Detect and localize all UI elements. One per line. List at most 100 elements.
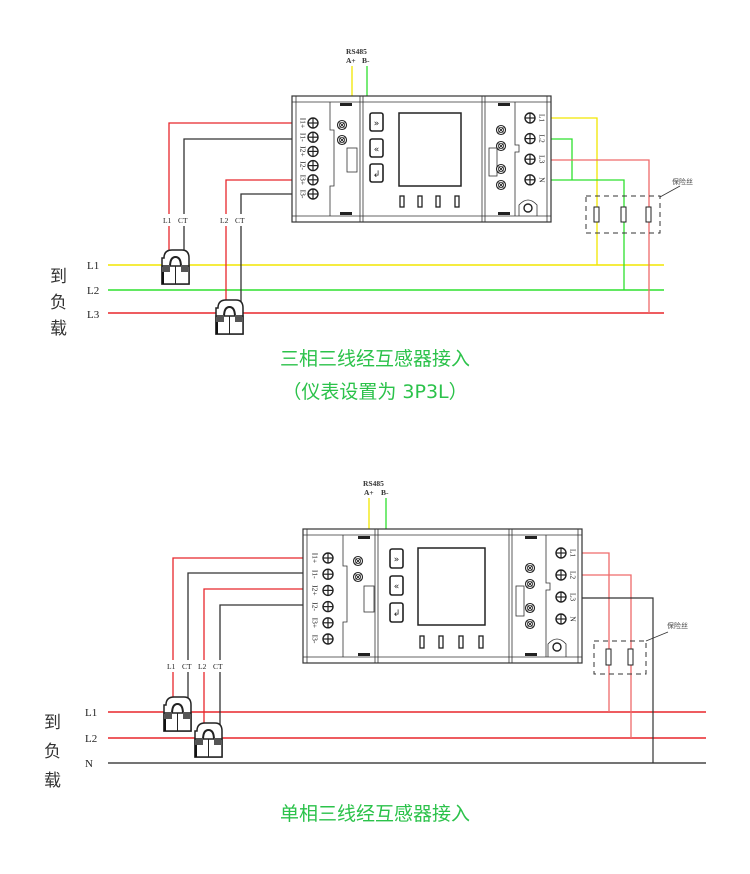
- enter-button[interactable]: ↲: [389, 602, 404, 623]
- terminal-label: I3-: [310, 635, 319, 644]
- terminal-screw-i1plus: [322, 552, 334, 564]
- bus-label-n: N: [85, 758, 93, 770]
- terminal-screw-l1: [524, 112, 536, 124]
- wire-i1-minus: [187, 572, 310, 700]
- terminal-screw-l3: [524, 153, 536, 165]
- terminal-label: L3: [568, 593, 577, 602]
- diagram-single-phase: L1 L2 N 到 负 载 L1 CT L2 CT RS485 A+ B- 保险…: [44, 479, 706, 791]
- ct-label-l2: L2: [220, 216, 229, 225]
- indicator-2: [438, 635, 444, 649]
- wire-v-l2: [548, 138, 573, 180]
- wire-i3-plus: [225, 179, 299, 302]
- terminal-screw-l3: [555, 591, 567, 603]
- terminal-screw-i2plus: [322, 584, 334, 597]
- fuse-box: [593, 640, 647, 675]
- terminal-label: N: [568, 616, 577, 622]
- rs485-b-label: B-: [381, 488, 389, 497]
- ct-label-ct2: CT: [235, 216, 245, 225]
- terminal-label: I2+: [310, 585, 319, 595]
- enter-icon: ↲: [393, 609, 401, 619]
- prev-icon: «: [394, 582, 400, 592]
- indicator-4: [454, 195, 460, 208]
- load-label-char-2: 负: [50, 293, 67, 313]
- fuse-1: [593, 206, 600, 223]
- enter-icon: ↲: [373, 170, 381, 180]
- rs485-b-label: B-: [362, 56, 370, 65]
- indicator-4: [478, 635, 484, 649]
- terminal-label: N: [537, 177, 546, 183]
- next-icon: »: [394, 555, 400, 565]
- fuse-label: 保险丝: [672, 177, 693, 186]
- bus-label-l1: L1: [85, 707, 97, 719]
- terminal-label: I3+: [298, 175, 307, 185]
- ct-label-ct1: CT: [178, 216, 188, 225]
- wire-v-l3: [580, 597, 654, 763]
- terminal-screw-i2plus: [307, 145, 319, 158]
- next-button[interactable]: »: [389, 548, 404, 569]
- wire-v-n: [548, 179, 625, 290]
- rs485-title: RS485: [363, 479, 384, 488]
- terminal-screw-i3minus: [307, 188, 319, 200]
- ct-label-l2: L2: [198, 662, 207, 671]
- prev-button[interactable]: «: [389, 575, 404, 596]
- current-transformer-2: [194, 722, 223, 758]
- ct-label-l1: L1: [167, 662, 176, 671]
- current-transformer-1: [163, 696, 192, 732]
- current-transformer-1: [161, 249, 190, 285]
- prev-icon: «: [374, 145, 380, 155]
- indicator-2: [417, 195, 423, 208]
- caption-single-phase-title: 单相三线经互感器接入: [279, 803, 470, 825]
- ct-label-ct1: CT: [182, 662, 192, 671]
- enter-button[interactable]: ↲: [369, 163, 384, 183]
- indicator-3: [435, 195, 441, 208]
- indicator-1: [399, 195, 405, 208]
- bus-label-l3: L3: [87, 309, 100, 321]
- terminal-label: L1: [568, 549, 577, 558]
- terminal-label: L2: [537, 134, 546, 143]
- bus-label-l1: L1: [87, 260, 99, 272]
- load-label-char-3: 载: [44, 771, 61, 791]
- wire-i2-plus: [203, 588, 310, 726]
- wire-i1-plus: [168, 122, 299, 253]
- terminal-screw-i1minus: [322, 568, 334, 580]
- terminal-screw-l1: [555, 547, 567, 559]
- indicator-1: [419, 635, 425, 649]
- current-transformer-2: [215, 299, 244, 335]
- indicator-3: [458, 635, 464, 649]
- terminal-screw-l2: [555, 569, 567, 581]
- terminal-screw-n: [555, 613, 567, 625]
- wire-i1-plus: [172, 557, 310, 700]
- terminal-screw-i3plus: [307, 174, 319, 186]
- wire-v-l1: [580, 552, 610, 712]
- power-meter: » « ↲ I1+I1-I2+I2-I3+I3-: [291, 95, 552, 223]
- diagram-3p3l: L1 L2 L3 到 负 载 L1 CT L2 CT RS485 A+ B-: [50, 47, 693, 339]
- terminal-label: I2-: [298, 161, 307, 170]
- terminal-screw-i3minus: [322, 633, 334, 645]
- wire-i2-minus: [219, 604, 310, 726]
- terminal-label: L3: [537, 155, 546, 164]
- terminal-screw-i2minus: [307, 159, 319, 172]
- meter-display: [417, 547, 486, 626]
- rs485-a-label: A+: [346, 56, 356, 65]
- ct-label-l1: L1: [163, 216, 172, 225]
- fuse-3: [645, 206, 652, 223]
- fuse-label: 保险丝: [667, 621, 688, 630]
- load-label-char-2: 负: [44, 742, 61, 762]
- prev-button[interactable]: «: [369, 138, 384, 158]
- terminal-label: L2: [568, 571, 577, 580]
- bus-label-l2: L2: [87, 285, 99, 297]
- next-icon: »: [374, 119, 380, 129]
- load-label-char-1: 到: [44, 713, 61, 733]
- next-button[interactable]: »: [369, 112, 384, 132]
- terminal-label: I2-: [310, 602, 319, 611]
- caption-3p3l-setting: （仪表设置为 3P3L）: [282, 381, 468, 403]
- terminal-label: L1: [537, 114, 546, 123]
- terminal-label: I3-: [298, 190, 307, 199]
- terminal-label: I1+: [310, 553, 319, 563]
- meter-display: [398, 112, 462, 187]
- terminal-label: I1+: [298, 118, 307, 128]
- terminal-screw-i3plus: [322, 617, 334, 629]
- wire-v-l3: [548, 159, 650, 313]
